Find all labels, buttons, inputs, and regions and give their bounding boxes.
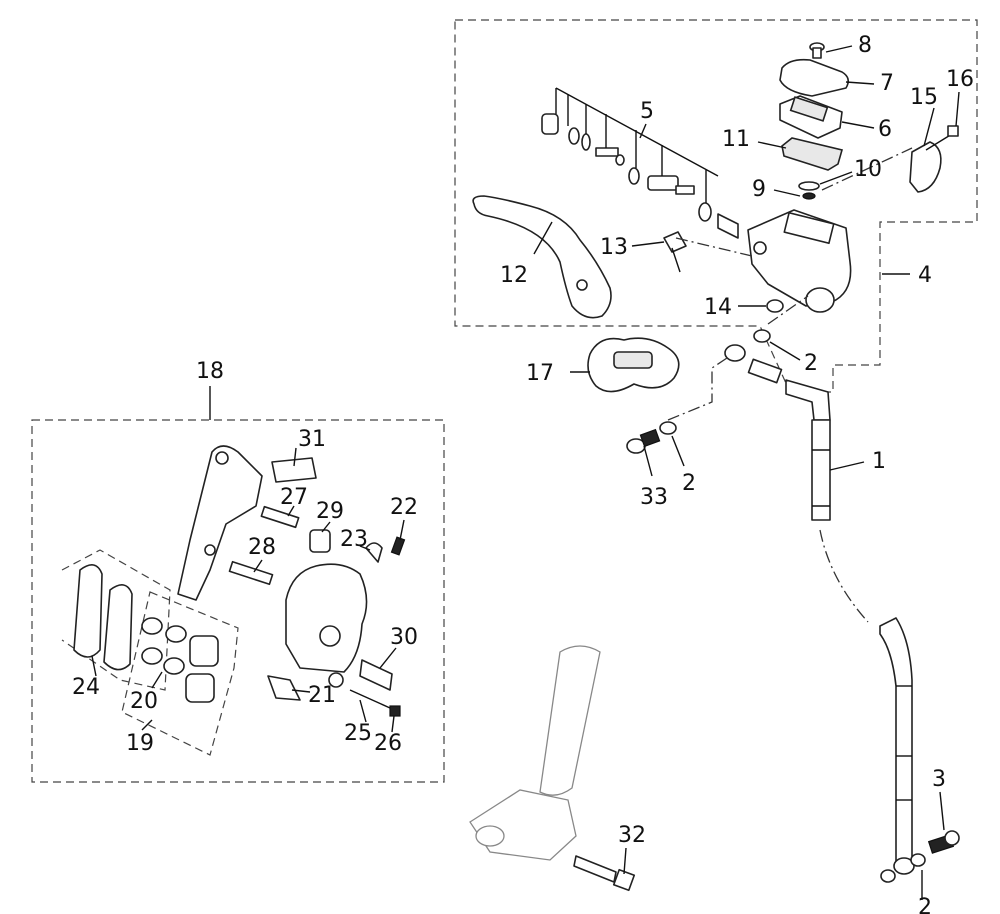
callout-32: 32 <box>618 823 646 848</box>
callout-17: 17 <box>526 361 554 386</box>
callout-29: 29 <box>316 499 344 524</box>
part-14-bushing <box>766 299 784 313</box>
callout-31: 31 <box>298 427 326 452</box>
callout-24: 24 <box>72 675 100 700</box>
callout-1: 1 <box>872 449 886 474</box>
part-12-brake-lever <box>472 195 612 319</box>
part-24-brake-pad-a <box>73 564 103 658</box>
caliper-bracket <box>177 445 263 601</box>
callout-18: 18 <box>196 359 224 384</box>
part-28-slide-pin <box>228 560 274 586</box>
callout-7: 7 <box>880 71 894 96</box>
part-26-plug <box>389 705 401 717</box>
part-13-pivot-bolt <box>663 231 687 273</box>
callout-15: 15 <box>910 85 938 110</box>
part-2-washer-d <box>910 853 926 867</box>
callouts: 8 7 6 11 10 9 15 16 5 12 13 14 4 17 2 2 … <box>72 33 974 914</box>
callout-2b: 2 <box>682 471 696 496</box>
part-10-float <box>798 181 820 191</box>
part-27-slide-pin <box>260 505 300 529</box>
part-31-pad-spring <box>271 457 317 483</box>
callout-23: 23 <box>340 527 368 552</box>
part-5-piston-set <box>541 87 739 239</box>
callout-14: 14 <box>704 295 732 320</box>
callout-2c: 2 <box>918 895 932 914</box>
callout-3: 3 <box>932 767 946 792</box>
part-33-banjo-bolt <box>626 428 661 454</box>
part-2-washer-c <box>880 869 896 883</box>
part-29-boot <box>309 529 331 553</box>
callout-2a: 2 <box>804 351 818 376</box>
part-7-reservoir-cap <box>779 58 850 97</box>
part-25-pad-pin <box>349 689 391 709</box>
part-15-clamp <box>909 141 942 193</box>
part-24-brake-pad-b <box>103 584 133 671</box>
callout-9: 9 <box>752 177 766 202</box>
callout-8: 8 <box>858 33 872 58</box>
part-2-washer-b <box>659 421 677 435</box>
part-22-bleed-valve <box>390 536 406 556</box>
part-23-bleed-cap <box>365 542 383 563</box>
callout-11: 11 <box>722 127 750 152</box>
callout-21: 21 <box>308 683 336 708</box>
callout-22: 22 <box>390 495 418 520</box>
callout-10: 10 <box>854 157 882 182</box>
part-16-clamp-bolt <box>925 125 959 151</box>
part-21-pad-retainer <box>267 675 301 701</box>
fork-leg <box>469 645 601 861</box>
part-30-pin <box>359 659 393 691</box>
part-11-diaphragm <box>781 137 843 171</box>
callout-19: 19 <box>126 731 154 756</box>
part-9-washer <box>802 192 816 200</box>
caliper-body <box>285 563 368 673</box>
callout-13: 13 <box>600 235 628 260</box>
callout-26: 26 <box>374 731 402 756</box>
callout-12: 12 <box>500 263 528 288</box>
part-1-brake-hose <box>724 344 915 875</box>
part-8-cap-screw <box>809 42 825 59</box>
piston-group-boundary <box>121 591 239 756</box>
callout-27: 27 <box>280 485 308 510</box>
pad-group-boundary <box>61 549 171 691</box>
part-19-pistons <box>185 635 219 703</box>
callout-30: 30 <box>390 625 418 650</box>
callout-33: 33 <box>640 485 668 510</box>
leader-lines <box>91 45 960 900</box>
callout-16: 16 <box>946 67 974 92</box>
callout-20: 20 <box>130 689 158 714</box>
part-3-banjo-bolt <box>927 830 960 854</box>
caliper-group-boundary <box>31 419 445 783</box>
callout-4: 4 <box>918 263 932 288</box>
callout-25: 25 <box>344 721 372 746</box>
callout-28: 28 <box>248 535 276 560</box>
master-cylinder-group-boundary <box>454 19 978 393</box>
part-32-mounting-bolt <box>573 855 636 892</box>
part-20-seals <box>141 617 187 675</box>
callout-6: 6 <box>878 117 892 142</box>
part-2-washer-a <box>753 329 771 343</box>
callout-5: 5 <box>640 99 654 124</box>
